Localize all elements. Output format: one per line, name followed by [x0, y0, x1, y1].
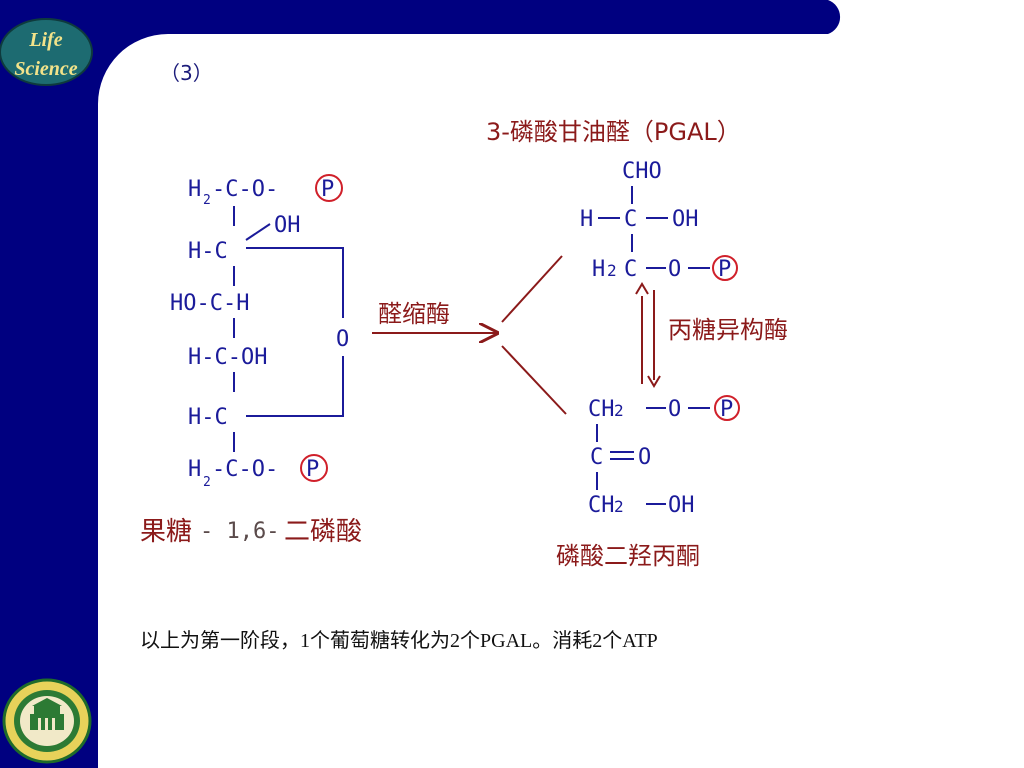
- fru-row6-p: P: [306, 457, 319, 482]
- fru-row6-rest: -C-O-: [212, 457, 278, 482]
- dhap-top-ch: CH: [588, 397, 615, 422]
- fru-row1-p: P: [321, 177, 334, 202]
- enzyme-aldolase-label: 醛缩酶: [378, 300, 450, 328]
- fru-ring-o: O: [336, 327, 349, 352]
- pgal-mid-h: H: [580, 207, 593, 232]
- branch-line-up: [501, 255, 563, 323]
- badge-line-life: Life: [29, 29, 63, 51]
- fructose-name: 果糖 - 1,6- 二磷酸: [140, 517, 362, 547]
- dhap-bot-sub: 2: [614, 497, 624, 516]
- life-science-badge: Life Science: [2, 26, 90, 84]
- fru-row1-sub: 2: [203, 193, 211, 208]
- dhap-mid-c: C: [590, 445, 603, 470]
- step-label: （3）: [160, 61, 213, 85]
- dhap-structure: CH 2 O P C O CH 2 OH: [588, 395, 740, 518]
- pgal-mid-oh: OH: [672, 207, 699, 232]
- enzyme-isomerase-label: 丙糖异构酶: [668, 316, 788, 344]
- fru-row5: H-C: [188, 405, 228, 430]
- dhap-bot-oh: OH: [668, 493, 695, 518]
- summary-text: 以上为第一阶段，1个葡萄糖转化为2个PGAL。消耗2个ATP: [140, 630, 658, 652]
- dhap-top-o: O: [668, 397, 681, 422]
- glycolysis-diagram: H 2 -C-O- P OH H-C O HO-C-H H-C-OH H-C H…: [140, 118, 788, 570]
- dhap-p: P: [720, 397, 733, 422]
- phosphate-circle-icon: [712, 255, 738, 281]
- pgal-bot-sub: 2: [607, 261, 617, 280]
- phosphate-circle-icon: [315, 174, 343, 202]
- fru-row1-rest: -C-O-: [212, 177, 278, 202]
- pgal-structure: CHO H C OH H 2 C O P: [580, 159, 738, 282]
- pgal-mid-c: C: [624, 207, 637, 232]
- fructose-name-a: 果糖: [140, 517, 192, 547]
- fructose-name-c: 二磷酸: [284, 517, 362, 547]
- pgal-title: 3-磷酸甘油醛（PGAL）: [486, 118, 741, 146]
- pgal-cho: CHO: [622, 159, 662, 184]
- dhap-top-sub: 2: [614, 401, 624, 420]
- university-seal-icon: [2, 678, 92, 764]
- phosphate-circle-icon: [300, 454, 328, 482]
- dhap-bot-ch: CH: [588, 493, 615, 518]
- pgal-bot-h: H: [592, 257, 605, 282]
- fru-row4: H-C-OH: [188, 345, 267, 370]
- fructose-name-b: - 1,6-: [200, 519, 279, 544]
- fru-oh1: OH: [274, 213, 301, 238]
- pgal-bot-o: O: [668, 257, 681, 282]
- fru-row3: HO-C-H: [170, 291, 249, 316]
- branch-line-down: [501, 345, 567, 415]
- fru-row6-sub: 2: [203, 475, 211, 490]
- fructose-bisphosphate-structure: H 2 -C-O- P OH H-C O HO-C-H H-C-OH H-C H…: [170, 174, 349, 490]
- fru-row6-h: H: [188, 457, 201, 482]
- pgal-bot-c: C: [624, 257, 637, 282]
- fru-row1-h: H: [188, 177, 201, 202]
- isomerase-equilibrium-arrow: [635, 282, 661, 388]
- phosphate-circle-icon: [714, 395, 740, 421]
- dhap-mid-o: O: [638, 445, 651, 470]
- pgal-p: P: [718, 257, 731, 282]
- dhap-name: 磷酸二羟丙酮: [556, 542, 700, 570]
- badge-line-science: Science: [14, 58, 78, 80]
- fru-row2: H-C: [188, 239, 228, 264]
